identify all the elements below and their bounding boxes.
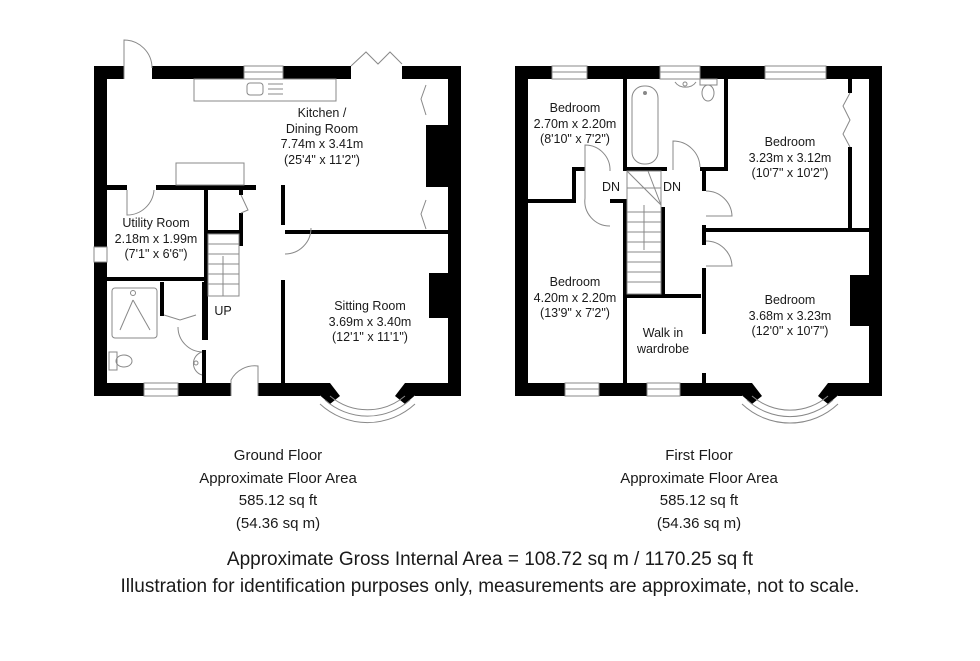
room-label-bedroom-front: Bedroom 3.68m x 3.23m (12'0" x 10'7") [749, 293, 832, 340]
room-dimensions-metric: 4.20m x 2.20m [533, 290, 617, 305]
room-dimensions-imperial: (10'7" x 10'2") [751, 166, 829, 180]
room-dimensions-imperial: (8'10" x 7'2") [540, 132, 610, 146]
room-name: Walk in [642, 326, 684, 340]
room-dimensions-metric: 3.69m x 3.40m [328, 314, 412, 329]
floor-area-sqm: (54.36 sq m) [656, 514, 742, 532]
ground-floor-caption: Ground Floor Approximate Floor Area 585.… [199, 445, 357, 535]
room-dimensions-imperial: (12'1" x 11'1") [332, 330, 408, 344]
floor-title: First Floor [665, 447, 733, 464]
stair-up-label: UP [214, 304, 232, 318]
room-name: Kitchen / [297, 106, 347, 120]
room-label-bedroom-left: Bedroom 4.20m x 2.20m (13'9" x 7'2") [534, 275, 617, 322]
room-dimensions-metric: 2.70m x 2.20m [533, 116, 617, 131]
stair-down-label: DN [601, 180, 621, 194]
room-label-utility: Utility Room 2.18m x 1.99m (7'1" x 6'6") [115, 216, 198, 263]
room-name: Dining Room [285, 121, 359, 136]
room-name: Bedroom [549, 101, 601, 115]
floor-area-label: Approximate Floor Area [620, 469, 778, 487]
room-name: Bedroom [764, 293, 816, 307]
room-dimensions-imperial: (13'9" x 7'2") [540, 306, 610, 320]
room-dimensions-metric: 7.74m x 3.41m [280, 137, 364, 151]
disclaimer: Illustration for identification purposes… [120, 576, 860, 597]
first-floor-fixtures [551, 65, 851, 424]
ground-floor-plan [94, 66, 461, 404]
room-name: Utility Room [122, 216, 190, 230]
room-dimensions-metric: 2.18m x 1.99m [114, 231, 198, 246]
ground-floor-fixtures [93, 39, 427, 423]
room-dimensions-imperial: (25'4" x 11'2") [284, 152, 360, 167]
room-dimensions-metric: 3.23m x 3.12m [748, 150, 832, 165]
floor-area-sqm: (54.36 sq m) [235, 514, 321, 532]
room-name: wardrobe [636, 341, 690, 356]
room-dimensions-metric: 3.68m x 3.23m [748, 308, 832, 323]
first-floor-caption: First Floor Approximate Floor Area 585.1… [620, 445, 778, 535]
first-floor-plan [515, 66, 882, 404]
floor-area-label: Approximate Floor Area [199, 469, 357, 487]
room-label-bedroom-rear: Bedroom 3.23m x 3.12m (10'7" x 10'2") [749, 135, 832, 182]
room-label-kitchen-dining: Kitchen / Dining Room 7.74m x 3.41m (25'… [281, 106, 364, 168]
room-dimensions-imperial: (7'1" x 6'6") [124, 247, 188, 261]
room-label-bedroom-small: Bedroom 2.70m x 2.20m (8'10" x 7'2") [534, 101, 617, 148]
room-name: Bedroom [549, 275, 601, 289]
stair-down-label: DN [662, 180, 682, 194]
room-dimensions-imperial: (12'0" x 10'7") [751, 324, 829, 338]
floor-area-sqft: 585.12 sq ft [659, 492, 739, 509]
room-name: Sitting Room [334, 299, 406, 313]
floor-title: Ground Floor [233, 447, 323, 464]
room-label-sitting-room: Sitting Room 3.69m x 3.40m (12'1" x 11'1… [329, 299, 412, 346]
gross-internal-area: Approximate Gross Internal Area = 108.72… [226, 549, 754, 570]
room-label-walk-in-wardrobe: Walk in wardrobe [637, 326, 689, 357]
room-name: Bedroom [764, 135, 816, 149]
floor-area-sqft: 585.12 sq ft [238, 492, 318, 509]
